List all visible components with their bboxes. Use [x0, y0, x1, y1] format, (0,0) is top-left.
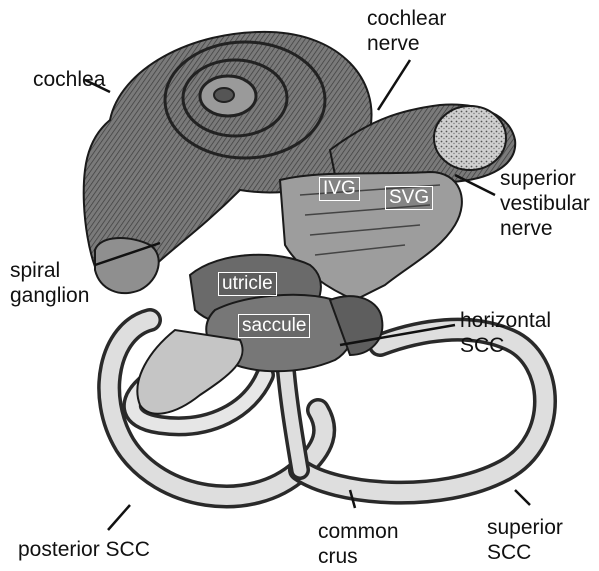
label-superior-vestibular-nerve: superior vestibular nerve	[500, 166, 590, 241]
label-posterior-scc: posterior SCC	[18, 537, 150, 562]
label-cochlea: cochlea	[33, 67, 105, 92]
label-superior-scc: superior SCC	[487, 515, 563, 565]
label-common-crus: common crus	[318, 519, 399, 569]
label-spiral-ganglion: spiral ganglion	[10, 258, 89, 308]
leader-cochlear-nerve	[378, 60, 410, 110]
leader-superior-scc	[515, 490, 530, 505]
label-horizontal-scc: horizontal SCC	[460, 308, 551, 358]
label-saccule: saccule	[238, 314, 310, 338]
label-cochlear-nerve: cochlear nerve	[367, 6, 446, 56]
label-utricle: utricle	[218, 272, 277, 296]
label-ivg: IVG	[319, 177, 360, 201]
common-crus-canal	[285, 360, 300, 470]
label-svg: SVG	[385, 186, 433, 210]
leader-posterior-scc	[108, 505, 130, 530]
